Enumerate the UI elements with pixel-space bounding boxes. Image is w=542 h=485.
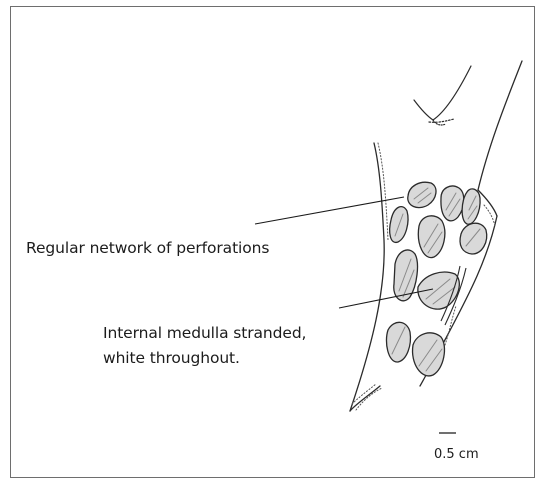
- medulla-label-line-2: white throughout.: [103, 346, 306, 371]
- scale-label: 0.5 cm: [434, 446, 479, 464]
- upper-appendage: [414, 66, 471, 125]
- network-label: Regular network of perforations: [26, 236, 269, 261]
- perforation: [441, 186, 464, 221]
- perforation: [460, 223, 487, 254]
- perforations: [386, 182, 486, 376]
- network-leader-line: [255, 197, 404, 224]
- perforation: [413, 333, 445, 376]
- perforation: [418, 216, 444, 258]
- perforation: [386, 322, 410, 362]
- medulla-label: Internal medulla stranded, white through…: [103, 321, 306, 371]
- medulla-leader-line: [339, 289, 433, 308]
- medulla-label-line-1: Internal medulla stranded,: [103, 321, 306, 346]
- perforation: [408, 182, 436, 207]
